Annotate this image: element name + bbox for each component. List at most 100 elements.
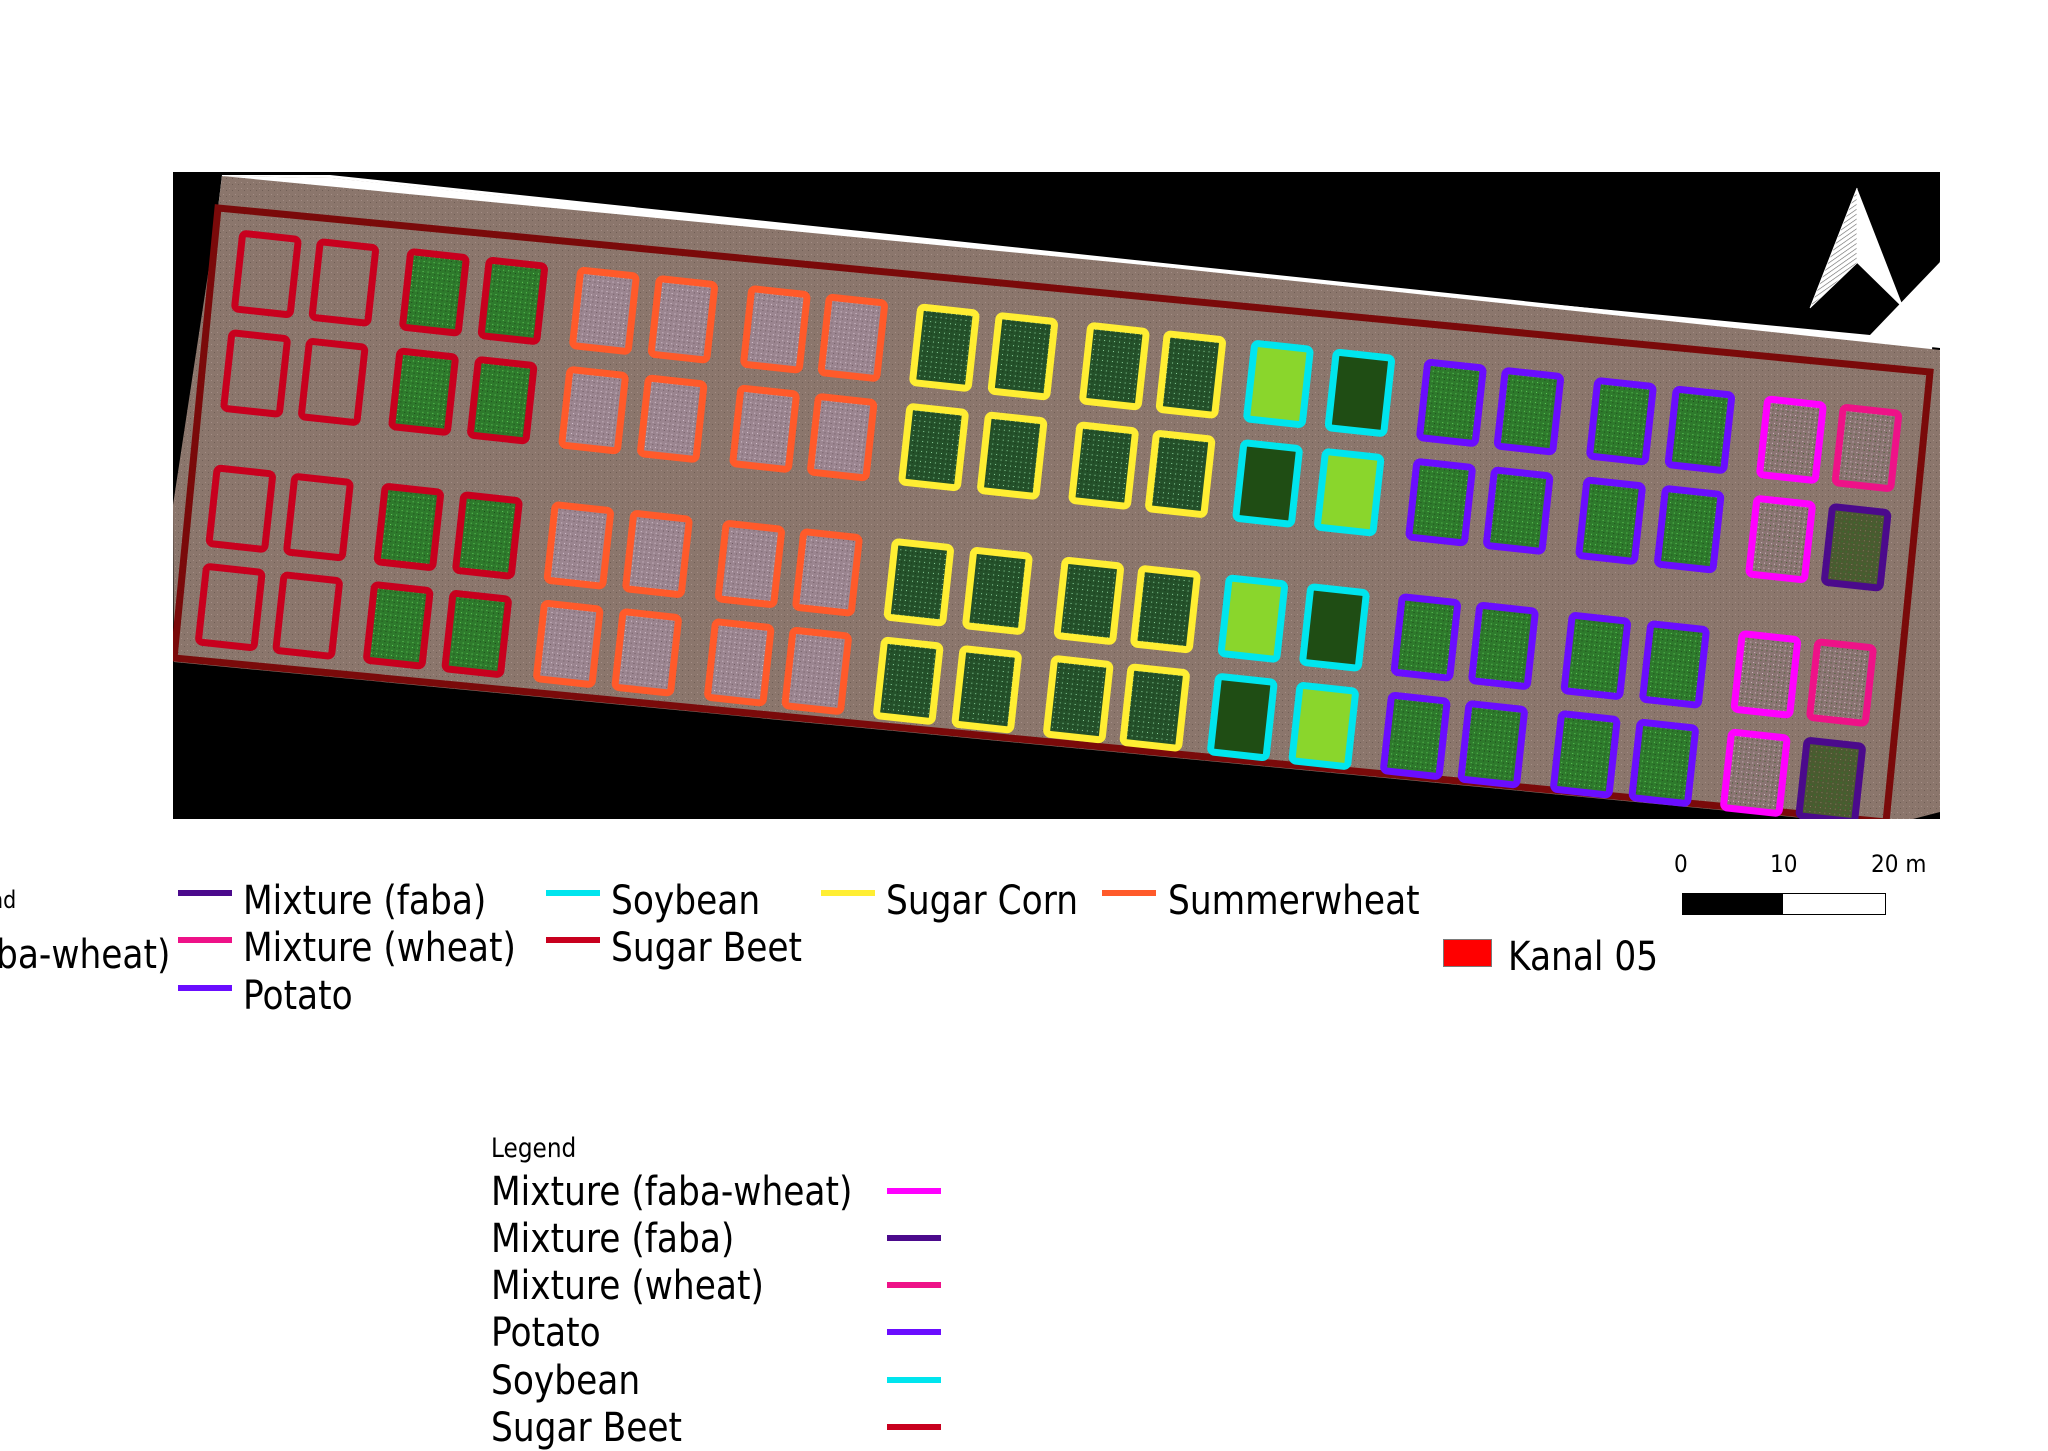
plot-potato: [1575, 476, 1646, 565]
plot-potato: [1664, 385, 1735, 474]
legend-line-sugar-beet: [546, 937, 600, 943]
plot-potato: [1654, 485, 1725, 574]
field-boundary: [173, 204, 1934, 819]
plot-sugar-beet: [231, 230, 302, 319]
plot-potato: [1468, 601, 1539, 690]
plot-sugar-corn: [1043, 655, 1114, 744]
plot-sugar-corn: [883, 538, 954, 627]
orthophoto-map: [173, 175, 1940, 819]
top-legend-item-sugar-beet: Sugar Beet: [611, 925, 803, 971]
top-legend-item-sugar-corn: Sugar Corn: [886, 878, 1079, 924]
plot-potato: [1628, 718, 1699, 807]
scale-label-0: 0: [1674, 850, 1688, 878]
bottom-legend-label-faba-wheat: Mixture (faba-wheat): [491, 1169, 853, 1215]
plot-summerwheat: [543, 501, 614, 590]
plot-summerwheat: [807, 393, 878, 482]
plot-soybean: [1243, 340, 1314, 428]
plot-sugar-corn: [962, 547, 1033, 635]
plot-sugar-beet: [452, 491, 523, 580]
plot-soybean: [1207, 673, 1278, 761]
plot-soybean: [1299, 583, 1370, 672]
plot-potato: [1586, 377, 1657, 466]
legend-line-summerwheat: [1102, 890, 1156, 896]
bottom-legend-line-faba-wheat: [887, 1188, 941, 1194]
plot-potato: [1405, 458, 1476, 547]
legend-line-sugar-corn: [821, 890, 875, 896]
bottom-legend-line-faba: [887, 1235, 941, 1241]
top-legend-item-faba-wheat: ba-wheat): [0, 932, 171, 978]
plot-sugar-beet: [308, 238, 379, 327]
plot-sugar-beet: [477, 256, 548, 345]
plot-mixture: [1831, 404, 1903, 492]
plot-summerwheat: [704, 618, 775, 707]
bottom-legend-line-wheat: [887, 1282, 941, 1288]
bottom-legend-line-sugar-beet: [887, 1424, 941, 1430]
top-legend-item-mixture-faba: Mixture (faba): [243, 878, 487, 924]
plot-soybean: [1314, 448, 1385, 537]
plot-sugar-beet: [298, 338, 369, 426]
plot-summerwheat: [637, 374, 708, 463]
bottom-legend-label-sugar-beet: Sugar Beet: [491, 1405, 683, 1451]
scale-bar-segment-black: [1683, 894, 1783, 914]
plot-summerwheat: [714, 520, 785, 608]
plot-soybean: [1232, 439, 1303, 528]
plot-potato: [1639, 620, 1710, 709]
bottom-legend-line-soybean: [887, 1377, 941, 1383]
plot-mixture: [1745, 495, 1816, 584]
plot-sugar-corn: [1068, 421, 1139, 510]
scale-label-20m: 20 m: [1871, 850, 1927, 878]
plot-sugar-beet: [283, 473, 354, 562]
plot-sugar-corn: [909, 303, 980, 392]
plot-mixture: [1821, 503, 1892, 592]
bottom-legend-label-wheat: Mixture (wheat): [491, 1263, 764, 1309]
plot-potato: [1416, 358, 1487, 447]
plot-sugar-beet: [363, 581, 434, 670]
plot-sugar-corn: [1119, 663, 1190, 752]
legend-line-mixture-wheat: [178, 937, 232, 943]
plot-sugar-corn: [1130, 565, 1201, 654]
plot-potato: [1483, 466, 1554, 555]
plot-sugar-beet: [441, 590, 512, 678]
plot-potato: [1380, 691, 1451, 780]
top-legend-item-soybean: Soybean: [611, 878, 761, 924]
plot-summerwheat: [569, 266, 640, 355]
plot-mixture: [1756, 395, 1827, 484]
plot-sugar-beet: [272, 571, 343, 660]
plot-sugar-corn: [898, 403, 969, 492]
north-arrow-icon: [1809, 187, 1904, 309]
plot-sugar-corn: [1155, 330, 1226, 419]
plot-sugar-corn: [951, 645, 1022, 734]
plot-sugar-beet: [388, 347, 459, 436]
top-legend-item-summerwheat: Summerwheat: [1168, 878, 1420, 924]
plot-sugar-corn: [1053, 556, 1124, 645]
scale-bar: [1682, 893, 1886, 915]
plot-summerwheat: [533, 599, 604, 688]
legend-line-soybean: [546, 890, 600, 896]
legend-line-mixture-faba: [178, 890, 232, 896]
top-legend-item-mixture-wheat: Mixture (wheat): [243, 925, 516, 971]
plot-sugar-beet: [399, 248, 470, 337]
plot-potato: [1493, 367, 1564, 456]
plot-summerwheat: [611, 608, 682, 697]
plot-potato: [1560, 612, 1631, 700]
plot-summerwheat: [792, 528, 863, 617]
plot-summerwheat: [740, 285, 811, 374]
plot-sugar-beet: [205, 464, 276, 553]
plot-soybean: [1217, 574, 1288, 663]
plot-sugar-beet: [220, 329, 291, 418]
plot-summerwheat: [622, 510, 693, 598]
bottom-legend-label-soybean: Soybean: [491, 1358, 641, 1404]
plot-sugar-corn: [1145, 430, 1216, 518]
map-canvas: [173, 172, 1940, 819]
plot-mixture: [1795, 737, 1866, 819]
plot-grid: [195, 230, 1903, 819]
bottom-legend-line-potato: [887, 1329, 941, 1335]
plot-sugar-corn: [873, 636, 944, 725]
plot-sugar-beet: [195, 563, 266, 652]
plot-sugar-corn: [1079, 322, 1150, 411]
plot-summerwheat: [781, 626, 852, 715]
plot-potato: [1390, 593, 1461, 682]
plot-soybean: [1288, 682, 1359, 770]
plot-soybean: [1324, 349, 1395, 437]
top-legend-item-potato: Potato: [243, 973, 353, 1019]
